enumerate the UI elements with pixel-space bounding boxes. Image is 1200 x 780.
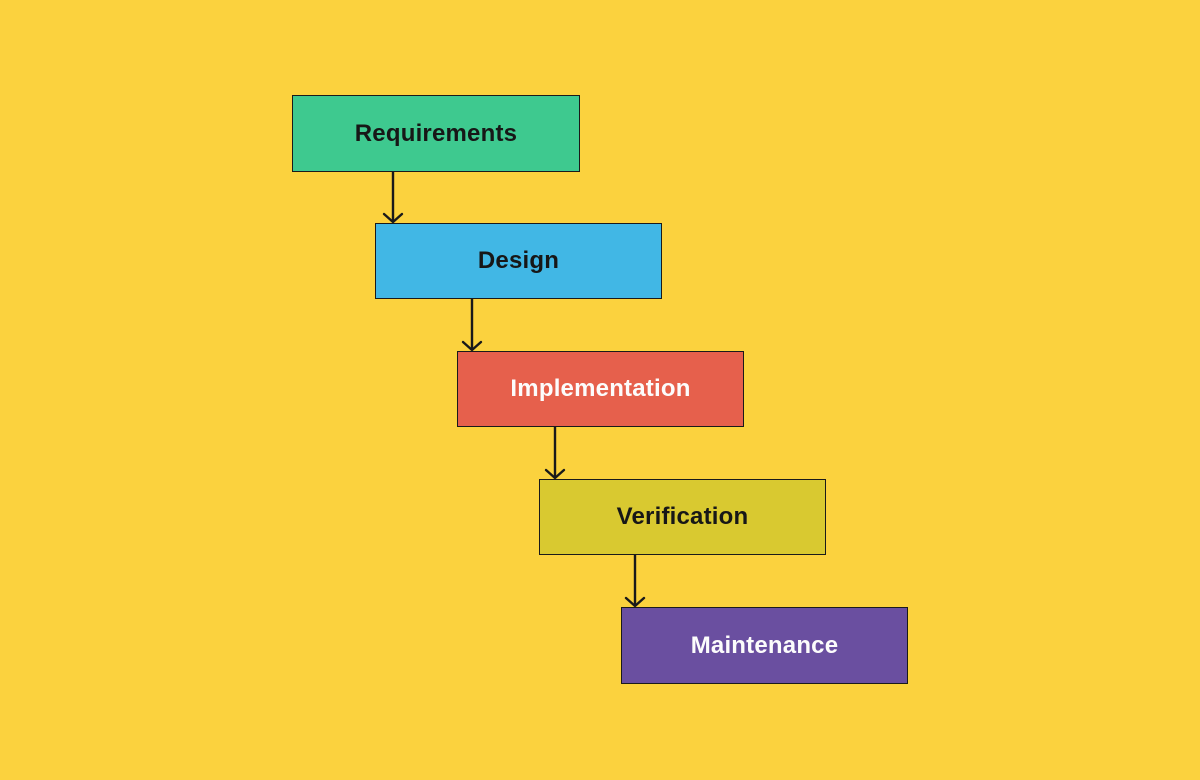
flow-node-label: Design: [477, 247, 560, 274]
flow-arrow-design-to-implementation: [461, 297, 483, 352]
flow-node-requirements: Requirements: [292, 95, 580, 172]
flow-node-label: Requirements: [354, 119, 518, 147]
flow-arrow-implementation-to-verification: [544, 425, 566, 480]
flow-node-implementation: Implementation: [457, 351, 744, 427]
flow-node-label: Maintenance: [690, 631, 839, 659]
flow-arrow-requirements-to-design: [382, 170, 404, 224]
flow-node-label: Verification: [616, 503, 749, 530]
flow-node-maintenance: Maintenance: [621, 607, 908, 684]
flow-node-label: Implementation: [510, 375, 691, 402]
flow-node-verification: Verification: [539, 479, 826, 555]
flow-node-design: Design: [375, 223, 662, 299]
flow-arrow-verification-to-maintenance: [624, 553, 646, 608]
